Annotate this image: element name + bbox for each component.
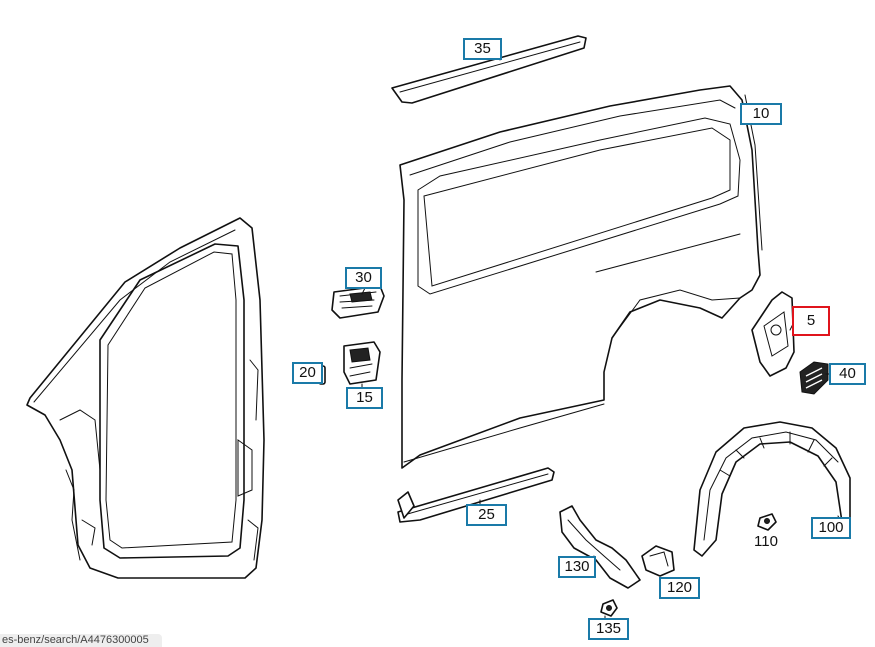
side-panel bbox=[399, 85, 763, 469]
callout-30[interactable]: 30 bbox=[345, 267, 382, 289]
clip-135 bbox=[600, 599, 618, 617]
callout-135[interactable]: 135 bbox=[588, 618, 629, 640]
bracket-30 bbox=[331, 285, 385, 319]
sill-25 bbox=[397, 467, 555, 523]
callout-40[interactable]: 40 bbox=[829, 363, 866, 385]
bracket-120 bbox=[641, 545, 675, 577]
status-url-bar: es-benz/search/A4476300005 bbox=[0, 634, 162, 647]
callout-20[interactable]: 20 bbox=[292, 362, 323, 384]
callout-10[interactable]: 10 bbox=[740, 103, 782, 125]
callout-100[interactable]: 100 bbox=[811, 517, 851, 539]
rear-bracket-5 bbox=[751, 291, 795, 377]
bracket-130 bbox=[559, 505, 641, 589]
a-pillar-frame bbox=[26, 217, 265, 579]
label-110[interactable]: 110 bbox=[754, 533, 778, 550]
callout-15[interactable]: 15 bbox=[346, 387, 383, 409]
roof-rail bbox=[391, 35, 587, 104]
callout-120[interactable]: 120 bbox=[659, 577, 700, 599]
callout-130[interactable]: 130 bbox=[558, 556, 596, 578]
clip-110 bbox=[757, 513, 777, 531]
bracket-15 bbox=[343, 341, 381, 385]
callout-35[interactable]: 35 bbox=[463, 38, 502, 60]
vent-40 bbox=[799, 361, 829, 395]
callout-5-highlighted[interactable]: 5 bbox=[792, 306, 830, 336]
callout-25[interactable]: 25 bbox=[466, 504, 507, 526]
